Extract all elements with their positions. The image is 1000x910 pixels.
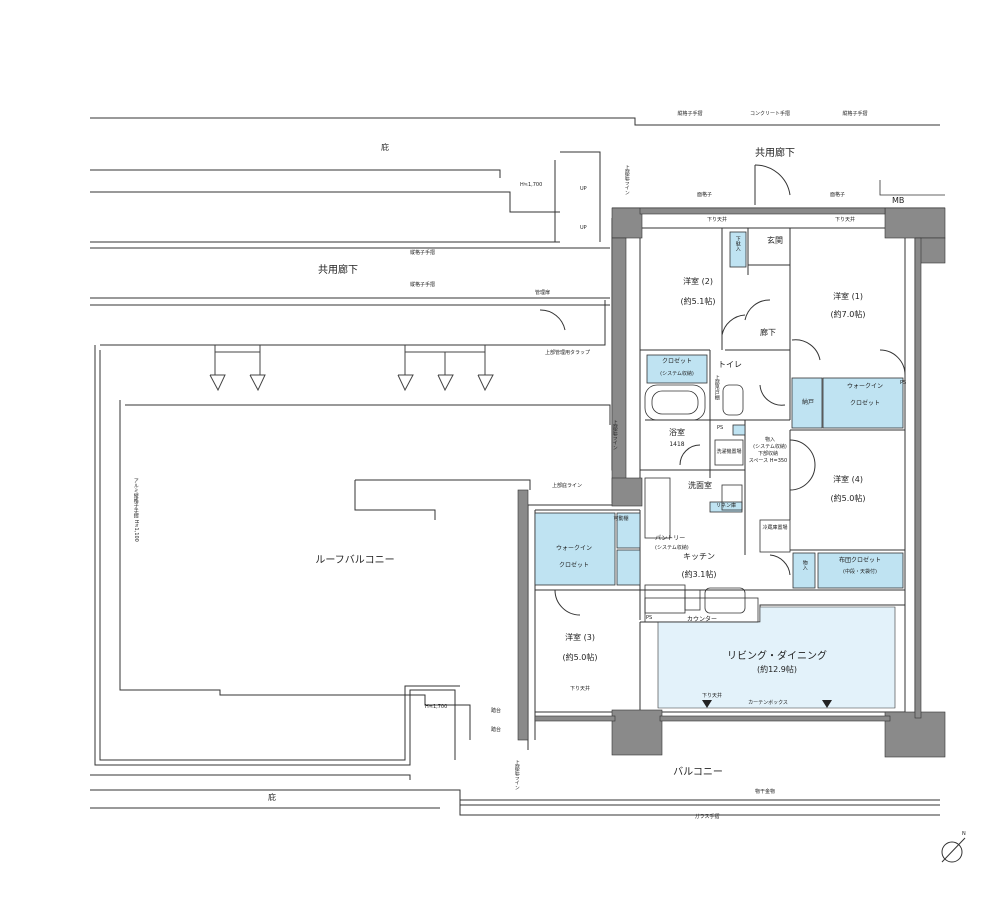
kitchen-area-label: (約3.1帖) bbox=[681, 570, 717, 579]
pantry-label: パントリー bbox=[655, 535, 686, 542]
hallway-label: 廊下 bbox=[760, 328, 776, 337]
balcony-label: バルコニー bbox=[673, 767, 723, 778]
kitchen-label: キッチン bbox=[683, 552, 715, 561]
curtain-box-label: カーテンボックス bbox=[748, 700, 788, 706]
lattice-railing-label-4: 縦格子手摺 bbox=[410, 282, 436, 288]
management-door-label: 管理扉 bbox=[535, 290, 551, 296]
walkin-label-2: ウォークイン bbox=[555, 545, 593, 552]
shoe-storage-label: 下駄入 bbox=[734, 236, 741, 251]
up-label-1: UP bbox=[580, 186, 587, 192]
closet-room2-label: クロゼット bbox=[661, 358, 693, 365]
step-label-2: 踏台 bbox=[491, 727, 502, 733]
upper-eaves-line-label-2: 上部庇ライン bbox=[623, 165, 630, 195]
room3-area-label: (約5.0帖) bbox=[562, 653, 598, 662]
upper-eaves-line-label-4: 上部庇ライン bbox=[513, 760, 520, 790]
living-dining-area-label: (約12.9帖) bbox=[756, 665, 798, 674]
lattice-railing-label-2: 縦格子手摺 bbox=[842, 111, 868, 117]
lattice-railing-label-1: 縦格子手摺 bbox=[677, 111, 703, 117]
lattice-railing-label-3: 縦格子手摺 bbox=[410, 250, 436, 256]
upper-eaves-line-label-1: 上部庇ライン bbox=[552, 483, 583, 489]
room4-area-label: (約5.0帖) bbox=[830, 494, 866, 503]
lowered-ceiling-label-1: 下り天井 bbox=[707, 217, 728, 223]
aluminum-lattice-label: アルミ縦格子手摺 H≒1,100 bbox=[132, 478, 139, 542]
mb-label: MB bbox=[892, 196, 905, 205]
room2-area-label: (約5.1帖) bbox=[680, 297, 716, 306]
drying-hardware-label: 物干金物 bbox=[754, 789, 776, 795]
storage-space-sub-label: (システム収納) bbox=[753, 444, 787, 450]
room3-label: 洋室 (3) bbox=[565, 633, 595, 642]
room2-label: 洋室 (2) bbox=[683, 277, 713, 286]
pantry-sub-label: (システム収納) bbox=[655, 545, 689, 551]
north-label: N bbox=[962, 831, 966, 837]
futon-closet-sub-label: (中段・天袋付) bbox=[843, 569, 877, 575]
shoe-space-sub-label: スペース H=350 bbox=[748, 458, 788, 464]
room4-label: 洋室 (4) bbox=[833, 475, 863, 484]
ps-label-1: PS bbox=[900, 380, 907, 386]
room1-area-label: (約7.0帖) bbox=[830, 310, 866, 319]
futon-closet-label: 布団クロゼット bbox=[838, 557, 882, 564]
ps-label-2: PS bbox=[717, 425, 724, 431]
eaves-label-bottom: 庇 bbox=[268, 793, 276, 802]
eaves-label-top: 庇 bbox=[381, 143, 389, 152]
entrance-label: 玄関 bbox=[767, 236, 783, 245]
glass-railing-label: ガラス手摺 bbox=[694, 814, 720, 820]
roof-balcony-label: ルーフバルコニー bbox=[315, 555, 395, 566]
lattice-fixed-label-2: 面格子 bbox=[830, 192, 846, 198]
ps-label-3: PS bbox=[646, 615, 653, 621]
height-label-top: H≒1,700 bbox=[520, 182, 543, 188]
washer-label: 洗濯機置場 bbox=[716, 449, 742, 455]
shoe-space-label: 下部収納 bbox=[757, 451, 779, 457]
common-corridor-label-top: 共用廊下 bbox=[755, 148, 795, 159]
walkin-closet-label-1: クロゼット bbox=[849, 400, 881, 407]
upper-storage-label: 上部吊戸棚 bbox=[713, 375, 720, 400]
storage-space-label: 物入 bbox=[764, 437, 776, 443]
concrete-railing-label: コンクリート手摺 bbox=[749, 111, 791, 117]
lattice-fixed-label-1: 面格子 bbox=[697, 192, 713, 198]
up-label-2: UP bbox=[580, 225, 587, 231]
common-corridor-label-left: 共用廊下 bbox=[318, 265, 358, 276]
closet-room2-sub-label: (システム収納) bbox=[660, 371, 694, 377]
lowered-ceiling-label-3: 下り天井 bbox=[570, 686, 591, 692]
lowered-ceiling-label-4: 下り天井 bbox=[702, 693, 723, 699]
storage-room-label: 納戸 bbox=[801, 399, 815, 406]
toilet-label: トイレ bbox=[718, 360, 742, 369]
upper-management-trap-label: 上部管理用タラップ bbox=[545, 350, 591, 356]
living-dining-label: リビング・ダイニング bbox=[727, 651, 827, 662]
lowered-ceiling-label-2: 下り天井 bbox=[835, 217, 856, 223]
counter-label: カウンター bbox=[686, 616, 718, 623]
walkin-label-1: ウォークイン bbox=[846, 383, 884, 390]
upper-eaves-line-label-3: 上部庇ライン bbox=[611, 420, 618, 450]
washroom-label: 洗面室 bbox=[688, 481, 712, 490]
room1-label: 洋室 (1) bbox=[833, 292, 863, 301]
walkin-closet-label-2: クロゼット bbox=[558, 562, 590, 569]
linen-label: リネン庫 bbox=[715, 503, 737, 509]
storage2-label: 物入 bbox=[801, 560, 808, 570]
height-label-bottom: H≒1,700 bbox=[425, 704, 448, 710]
fridge-label: 冷蔵庫置場 bbox=[762, 525, 788, 531]
bathroom-label: 浴室 bbox=[669, 428, 685, 437]
movable-shelf-label: 可動棚 bbox=[613, 516, 629, 522]
step-label-1: 踏台 bbox=[491, 708, 502, 714]
bath-size-label: 1418 bbox=[669, 441, 685, 448]
